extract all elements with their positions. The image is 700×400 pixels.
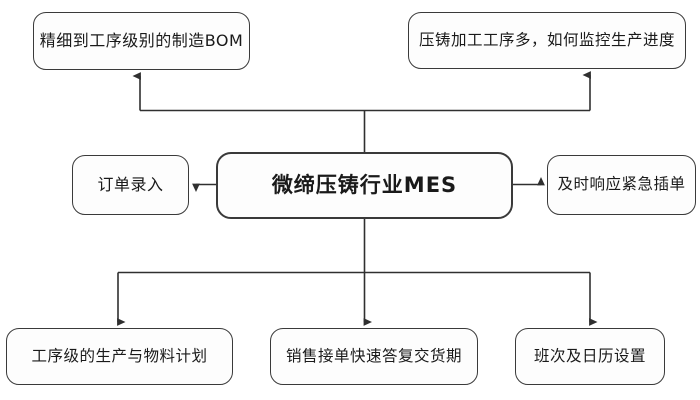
node-label: 班次及日历设置: [533, 346, 646, 365]
node-center-mes[interactable]: 微缔压铸行业MES: [216, 152, 513, 219]
node-delivery-date-response[interactable]: 销售接单快速答复交货期: [270, 328, 478, 385]
node-manufacturing-bom[interactable]: 精细到工序级别的制造BOM: [33, 12, 250, 70]
node-shift-calendar-setup[interactable]: 班次及日历设置: [515, 328, 665, 385]
node-label: 及时响应紧急插单: [557, 175, 686, 194]
center-node-label: 微缔压铸行业MES: [271, 172, 458, 197]
node-production-progress-monitoring[interactable]: 压铸加工工序多，如何监控生产进度: [408, 12, 686, 69]
node-label: 精细到工序级别的制造BOM: [39, 31, 244, 51]
node-label: 压铸加工工序多，如何监控生产进度: [418, 30, 675, 49]
node-label: 销售接单快速答复交货期: [285, 346, 462, 365]
node-label: 工序级的生产与物料计划: [31, 346, 208, 365]
node-label: 订单录入: [97, 175, 164, 195]
node-production-material-plan[interactable]: 工序级的生产与物料计划: [6, 328, 233, 385]
node-urgent-order-response[interactable]: 及时响应紧急插单: [547, 155, 696, 215]
node-order-entry[interactable]: 订单录入: [72, 155, 189, 215]
